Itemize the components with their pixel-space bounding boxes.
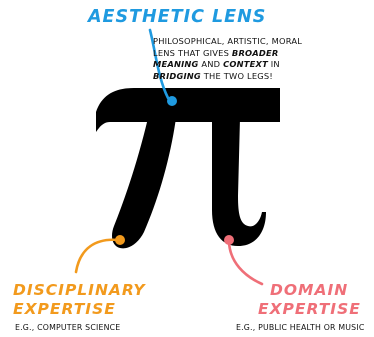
pi-top-bar [96,88,280,132]
aesthetic-desc-text: IN [268,59,280,69]
aesthetic-pointer-dot [167,96,177,106]
domain-title-line-2: EXPERTISE [258,300,361,319]
pi-left-leg [112,118,176,248]
pi-icon [96,88,280,248]
domain-pointer-line [229,242,262,284]
aesthetic-desc-emphasis: BRIDGING [153,71,201,81]
aesthetic-desc-line-4: BRIDGING THE TWO LEGS! [153,71,371,83]
domain-title-line-1: DOMAIN [258,281,361,300]
disciplinary-expertise-example: E.G., COMPUTER SCIENCE [15,323,120,332]
disciplinary-title-line-1: DISCIPLINARY [13,281,146,300]
aesthetic-desc-text: LENS THAT GIVES [153,48,232,58]
aesthetic-lens-description: PHILOSOPHICAL, ARTISTIC, MORAL LENS THAT… [153,36,371,82]
disciplinary-title-line-2: EXPERTISE [13,300,146,319]
domain-expertise-example: E.G., PUBLIC HEALTH OR MUSIC [236,323,364,332]
aesthetic-desc-emphasis: CONTEXT [223,59,268,69]
domain-pointer-dot [224,235,234,245]
aesthetic-desc-line-3: MEANING AND CONTEXT IN [153,59,371,71]
disciplinary-expertise-title: DISCIPLINARY EXPERTISE [13,281,146,319]
aesthetic-desc-line-1: PHILOSOPHICAL, ARTISTIC, MORAL [153,36,371,48]
pi-right-leg [212,118,266,246]
aesthetic-desc-emphasis: BROADER [232,48,279,58]
aesthetic-desc-text: THE TWO LEGS! [201,71,273,81]
disciplinary-pointer-dot [115,235,125,245]
aesthetic-desc-text: AND [199,59,224,69]
disciplinary-pointer-line [76,240,118,272]
aesthetic-lens-title: AESTHETIC LENS [88,7,266,27]
aesthetic-desc-line-2: LENS THAT GIVES BROADER [153,48,371,60]
domain-expertise-title: DOMAIN EXPERTISE [258,281,361,319]
aesthetic-desc-emphasis: MEANING [153,59,199,69]
